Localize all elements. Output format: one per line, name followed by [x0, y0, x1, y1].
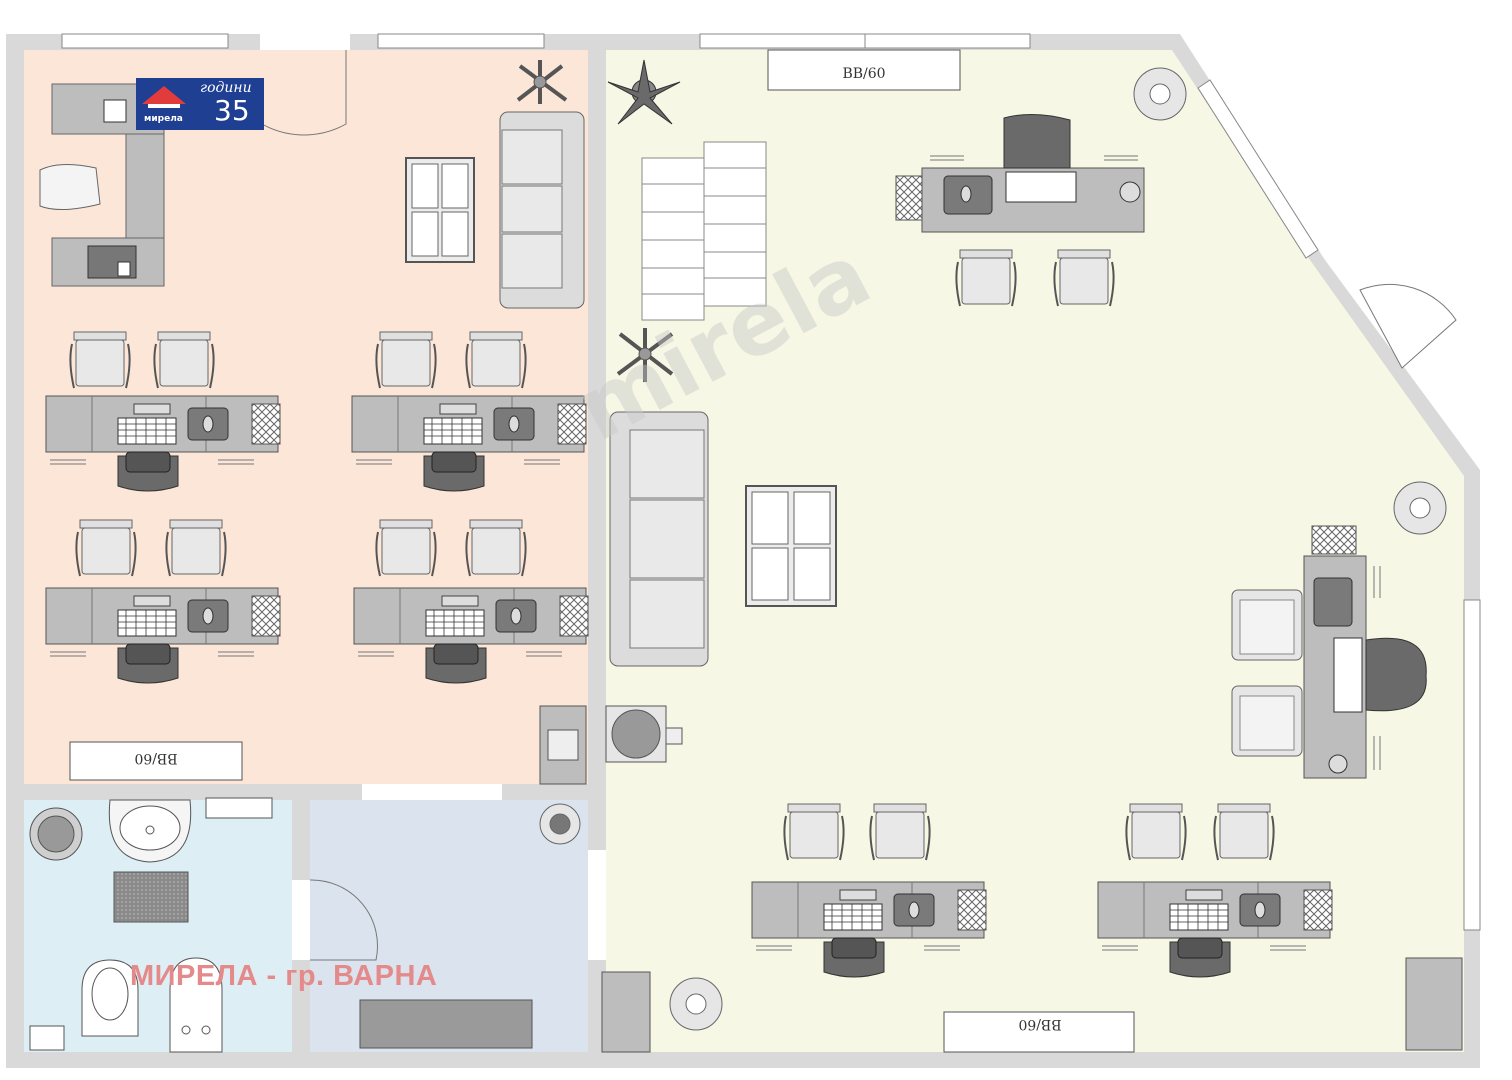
- bathroom-fixtures: [29, 797, 273, 1053]
- sofa-center: [609, 411, 709, 667]
- cabinets: [359, 705, 1463, 1053]
- shelving: [641, 141, 767, 321]
- logo-number: 35: [214, 94, 250, 127]
- windows: [61, 33, 1481, 931]
- plant: [607, 59, 681, 125]
- logo-years-word: години: [200, 80, 252, 96]
- office-right: [606, 50, 1464, 1052]
- round-pots: [539, 67, 1447, 1031]
- company-logo: години 35 мирела: [136, 78, 264, 130]
- wardrobe-bottom-label: BB/60: [1018, 1016, 1061, 1032]
- wardrobe-left-label: BB/60: [134, 750, 177, 766]
- wardrobe-bottom: BB/60: [943, 1011, 1135, 1053]
- workstation-manager: [895, 113, 1145, 307]
- house-logo-icon: [136, 78, 192, 130]
- sofa-left: [499, 111, 585, 309]
- wardrobe-top: BB/60: [767, 49, 961, 91]
- caption-text: МИРЕЛА - гр. ВАРНА: [130, 960, 438, 992]
- coffee-table-center: [745, 485, 837, 607]
- wardrobe-top-label: BB/60: [842, 66, 885, 82]
- workstation-vertical: [1231, 525, 1427, 779]
- coffee-table-left: [405, 157, 475, 263]
- logo-brand: мирела: [144, 114, 183, 124]
- doors: [260, 34, 1457, 961]
- wardrobe-left: BB/60: [69, 741, 243, 781]
